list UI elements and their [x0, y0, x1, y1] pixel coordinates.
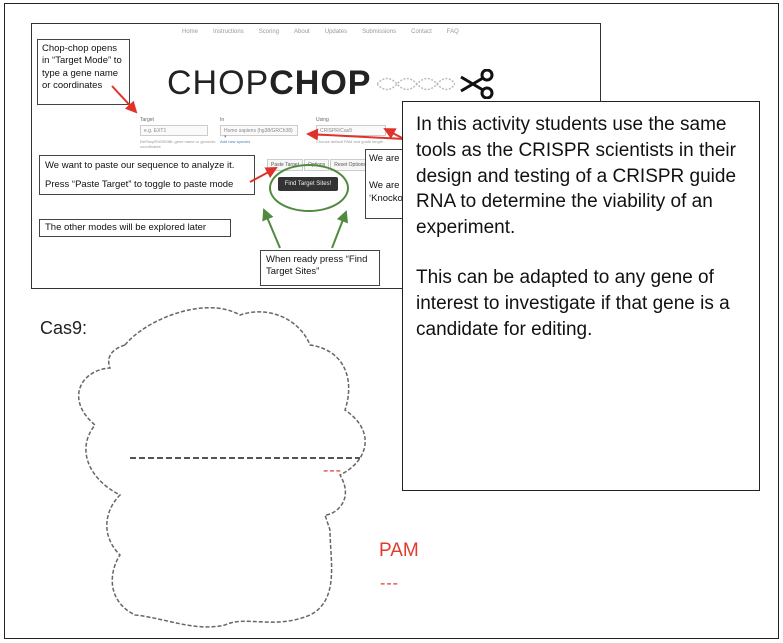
info-paragraph-2: This can be adapted to any gene of inter… — [416, 267, 730, 340]
using-label: Using — [316, 117, 329, 123]
nav-faq[interactable]: FAQ — [446, 29, 459, 35]
add-species-link[interactable]: Add new species — [220, 139, 251, 144]
slide-frame — [4, 3, 779, 639]
pam-label: PAM — [379, 540, 419, 561]
highlight-ellipse — [269, 164, 349, 212]
nav-home[interactable]: Home — [182, 29, 199, 35]
note-defaults-line1: We are default — [369, 153, 404, 164]
cas9-label: Cas9: — [40, 318, 88, 338]
note-paste-line2: Press “Paste Target” to toggle to paste … — [45, 179, 234, 191]
target-red-dash: --- — [323, 462, 342, 479]
logo-text: CHOPCHOP — [167, 64, 372, 102]
dna-helix-icon — [377, 77, 456, 90]
chopchop-logo: CHOPCHOP — [167, 64, 495, 103]
nav-submissions[interactable]: Submissions — [362, 29, 397, 35]
note-paste-line1: We want to paste our sequence to analyze… — [45, 160, 235, 171]
nav-scoring[interactable]: Scoring — [258, 29, 280, 35]
nav-about[interactable]: About — [294, 29, 310, 35]
info-paragraph-1: In this activity students use the same t… — [416, 114, 737, 239]
arrow-find-left — [262, 208, 281, 249]
target-input[interactable]: e.g. EXT1 — [140, 125, 208, 136]
info-textbox: In this activity students use the same t… — [402, 101, 760, 491]
using-hint: Choose default PAM and guide length — [316, 139, 384, 144]
note-find-sites: When ready press “Find Target Sites” — [260, 250, 380, 286]
note-target-mode: Chop-chop opens in “Target Mode” to type… — [37, 39, 130, 105]
species-select[interactable]: Homo sapiens (hg38/GRCh38) ▾ — [220, 125, 298, 140]
top-nav: Home Instructions Scoring About Updates … — [182, 29, 459, 35]
nav-contact[interactable]: Contact — [411, 29, 432, 35]
nav-updates[interactable]: Updates — [324, 29, 348, 35]
arrow-paste — [249, 167, 278, 183]
note-paste-mode: We want to paste our sequence to analyze… — [39, 155, 255, 195]
target-hint: RefSeq/ENSEMBL gene name or genomic coor… — [140, 139, 216, 149]
arrow-find-right — [331, 210, 348, 249]
note-defaults-line2: We are leave th ‘Knocko — [369, 180, 404, 204]
arrow-target — [111, 85, 138, 114]
nav-instructions[interactable]: Instructions — [213, 29, 244, 35]
pam-dash: --- — [380, 575, 399, 592]
target-label: Target — [140, 117, 154, 123]
arrow-species — [306, 128, 405, 141]
note-other-modes: The other modes will be explored later — [39, 219, 231, 237]
annotation-arrows — [111, 85, 405, 249]
arrow-using — [383, 128, 405, 140]
scissors-icon — [460, 68, 494, 99]
cas9-outline — [77, 306, 366, 628]
in-label: In — [220, 117, 225, 123]
